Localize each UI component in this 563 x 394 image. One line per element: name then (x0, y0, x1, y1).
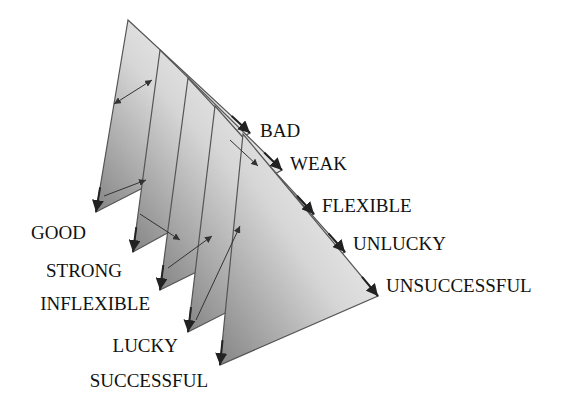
pole-label: SUCCESSFUL (90, 371, 208, 390)
pole-label: FLEXIBLE (322, 196, 412, 215)
pole-label: STRONG (46, 261, 122, 280)
pole-arrows (96, 116, 378, 365)
triangle-panels (96, 20, 378, 365)
pole-label: GOOD (31, 223, 86, 242)
link-arrows (104, 80, 258, 320)
pole-label: BAD (260, 121, 300, 140)
pole-label: LUCKY (113, 336, 178, 355)
pole-label: WEAK (290, 154, 347, 173)
pole-label: INFLEXIBLE (40, 294, 150, 313)
pole-label: UNSUCCESSFUL (386, 276, 532, 295)
pole-label: UNLUCKY (353, 234, 446, 253)
